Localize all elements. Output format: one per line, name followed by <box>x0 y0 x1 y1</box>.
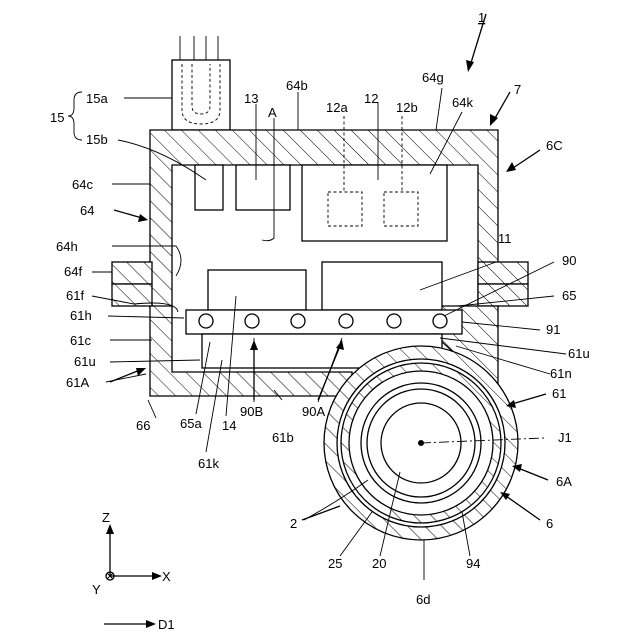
label-90B: 90B <box>240 404 263 419</box>
axis-labels: Z X Y D1 <box>92 510 175 632</box>
brace-15 <box>68 92 82 140</box>
label-J1: J1 <box>558 430 572 445</box>
label-15: 15 <box>50 110 64 125</box>
axes <box>104 524 162 628</box>
label-25: 25 <box>328 556 342 571</box>
label-6d: 6d <box>416 592 430 607</box>
label-61c: 61c <box>70 333 91 348</box>
label-7: 7 <box>514 82 521 97</box>
label-64b: 64b <box>286 78 308 93</box>
label-64f: 64f <box>64 264 82 279</box>
label-65: 65 <box>562 288 576 303</box>
label-6C: 6C <box>546 138 563 153</box>
label-15b: 15b <box>86 132 108 147</box>
axis-y-label: Y <box>92 582 101 597</box>
label-1: 1 <box>478 10 485 25</box>
label-61u-right: 61u <box>568 346 590 361</box>
label-61u-left: 61u <box>74 354 96 369</box>
reference-labels: 1 7 6C 15 15a 15b 13 A 64b 12a 12 12b 64… <box>50 10 590 607</box>
label-64: 64 <box>80 203 94 218</box>
label-64h: 64h <box>56 239 78 254</box>
label-91: 91 <box>546 322 560 337</box>
label-61A: 61A <box>66 375 89 390</box>
label-61n: 61n <box>550 366 572 381</box>
label-13: 13 <box>244 91 258 106</box>
label-14: 14 <box>222 418 236 433</box>
label-90A: 90A <box>302 404 325 419</box>
motor-6 <box>324 346 544 540</box>
label-61b: 61b <box>272 430 294 445</box>
label-64k: 64k <box>452 95 473 110</box>
label-65a: 65a <box>180 416 202 431</box>
label-2: 2 <box>290 516 297 531</box>
label-20: 20 <box>372 556 386 571</box>
label-94: 94 <box>466 556 480 571</box>
label-6A: 6A <box>556 474 572 489</box>
axis-z-label: Z <box>102 510 110 525</box>
label-12: 12 <box>364 91 378 106</box>
label-11: 11 <box>498 231 512 246</box>
label-66: 66 <box>136 418 150 433</box>
label-12a: 12a <box>326 100 348 115</box>
connector-15 <box>172 36 230 130</box>
axis-x-label: X <box>162 569 171 584</box>
label-64c: 64c <box>72 177 93 192</box>
label-61k: 61k <box>198 456 219 471</box>
label-A: A <box>268 105 277 120</box>
label-61f: 61f <box>66 288 84 303</box>
label-6: 6 <box>546 516 553 531</box>
label-64g: 64g <box>422 70 444 85</box>
label-12b: 12b <box>396 100 418 115</box>
label-90: 90 <box>562 253 576 268</box>
direction-d1-label: D1 <box>158 617 175 632</box>
label-15a: 15a <box>86 91 108 106</box>
label-61: 61 <box>552 386 566 401</box>
label-61h: 61h <box>70 308 92 323</box>
